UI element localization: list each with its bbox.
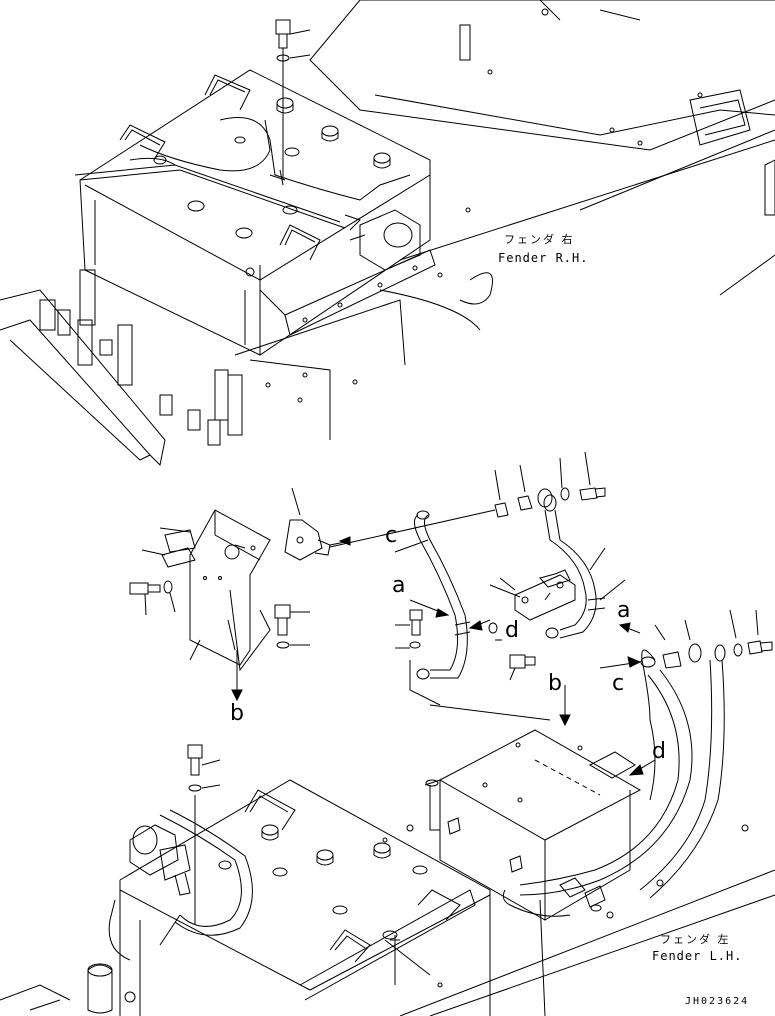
battery-upper: [75, 20, 493, 440]
fender-lh-jp-label: フェンダ 左: [660, 932, 731, 946]
fender-rh-panel: [310, 0, 775, 295]
ref-b-left: b: [230, 701, 244, 726]
drawing-code: JH023624: [685, 996, 749, 1007]
ref-d-right: d: [652, 739, 666, 764]
battery-lower: [0, 745, 490, 1016]
relay-unit-exploded: [285, 488, 495, 560]
ref-c-right: c: [612, 671, 624, 696]
ref-a-left: a: [392, 573, 405, 598]
ref-d-mid: d: [505, 618, 519, 643]
ref-a-right: a: [617, 598, 630, 623]
battery-box-lower: [383, 660, 775, 1016]
fender-lh-en-label: Fender L.H.: [652, 949, 742, 963]
terminal-parts-right: [600, 610, 772, 800]
battery-cables-exploded: [395, 495, 640, 720]
terminal-parts-top: [495, 452, 605, 517]
fender-rh-jp-label: フェンダ 右: [504, 232, 575, 246]
relay-bracket-exploded: [130, 510, 310, 700]
ref-c-top: c: [385, 523, 397, 548]
ref-b-right: b: [548, 671, 562, 696]
frame-rail-upper-left: [0, 270, 242, 465]
fender-rh-en-label: Fender R.H.: [498, 251, 588, 265]
